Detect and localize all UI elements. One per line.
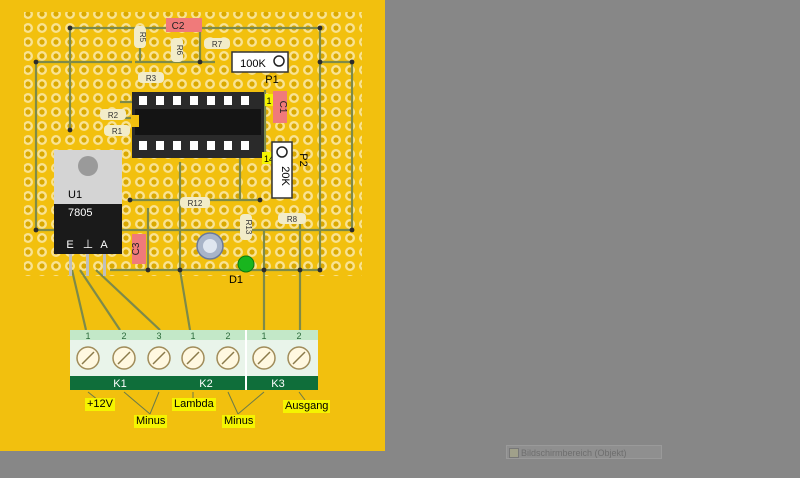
svg-text:C2: C2 <box>172 21 185 32</box>
terminal-num: 3 <box>156 331 161 341</box>
terminal-num: 1 <box>85 331 90 341</box>
svg-text:P1: P1 <box>265 74 278 86</box>
board-drawing: R5 R6 R7 R3 R2 R1 R12 R8 R13 C2 C1 C3 <box>24 12 362 415</box>
status-bar-text: Bildschirmbereich (Objekt) <box>521 448 627 458</box>
resistor-r3: R3 <box>138 72 164 83</box>
svg-text:R2: R2 <box>108 111 119 120</box>
svg-text:C1: C1 <box>277 101 288 114</box>
ic-pin1-label: 1 <box>266 96 271 106</box>
ic-chip <box>131 92 264 158</box>
status-bar: Bildschirmbereich (Objekt) <box>506 445 662 459</box>
reg-pin-gnd: ⊥ <box>83 237 93 251</box>
svg-text:20K: 20K <box>279 166 291 186</box>
svg-text:D1: D1 <box>229 274 243 286</box>
voltage-regulator-u1: U1 7805 E ⊥ A <box>54 150 122 276</box>
svg-text:R12: R12 <box>188 199 203 208</box>
svg-text:U1: U1 <box>68 189 82 201</box>
label-ausgang: Ausgang <box>283 400 331 413</box>
svg-text:R13: R13 <box>244 220 253 235</box>
label-minus-k2: Minus <box>222 415 256 428</box>
led-d1: D1 <box>229 255 255 286</box>
terminal-num: 1 <box>190 331 195 341</box>
svg-text:R8: R8 <box>287 215 298 224</box>
resistors: R5 R6 R7 R3 R2 R1 R12 R8 R13 <box>100 26 306 240</box>
svg-text:P2: P2 <box>297 153 309 166</box>
svg-text:R6: R6 <box>175 45 184 56</box>
terminal-num: 2 <box>225 331 230 341</box>
solder-joints <box>33 25 355 273</box>
svg-text:R7: R7 <box>212 40 223 49</box>
resistor-r12: R12 <box>180 197 210 208</box>
label-lambda: Lambda <box>172 398 216 411</box>
capacitor-c1: C1 <box>273 91 288 123</box>
connector-k2: K2 <box>199 378 212 390</box>
reg-pin-e: E <box>66 239 73 251</box>
resistor-r2: R2 <box>100 109 126 120</box>
svg-text:R3: R3 <box>146 74 157 83</box>
connector-k3: K3 <box>271 378 284 390</box>
resistor-r6: R6 <box>171 38 184 62</box>
terminal-num: 1 <box>261 331 266 341</box>
label-plus12v: +12V <box>85 398 115 411</box>
potentiometer-p2: 20K P2 <box>271 141 309 199</box>
terminal-num: 2 <box>121 331 126 341</box>
svg-text:C3: C3 <box>131 242 142 255</box>
svg-text:100K: 100K <box>240 58 266 70</box>
resistor-r13: R13 <box>240 214 253 240</box>
potentiometer-p1: 100K P1 <box>231 51 289 86</box>
svg-text:R1: R1 <box>112 127 123 136</box>
terminal-blocks: 1 2 3 1 2 1 2 K1 K2 K3 <box>70 330 318 390</box>
transistor <box>196 232 224 260</box>
connector-k1: K1 <box>113 378 126 390</box>
circuit-board: R5 R6 R7 R3 R2 R1 R12 R8 R13 C2 C1 C3 <box>0 0 385 451</box>
reg-pin-a: A <box>100 239 108 251</box>
label-minus-k1: Minus <box>134 415 168 428</box>
ic-pin14-label: 14 <box>264 154 274 164</box>
capacitor-c3: C3 <box>131 234 146 264</box>
svg-text:7805: 7805 <box>68 207 92 219</box>
svg-text:R5: R5 <box>138 32 147 43</box>
terminal-num: 2 <box>296 331 301 341</box>
resistor-r8: R8 <box>278 213 306 224</box>
resistor-r7: R7 <box>204 38 230 49</box>
resistor-r1: R1 <box>104 125 130 136</box>
capacitor-c2: C2 <box>166 18 202 32</box>
resistor-r5: R5 <box>134 26 147 48</box>
object-icon <box>509 448 519 458</box>
